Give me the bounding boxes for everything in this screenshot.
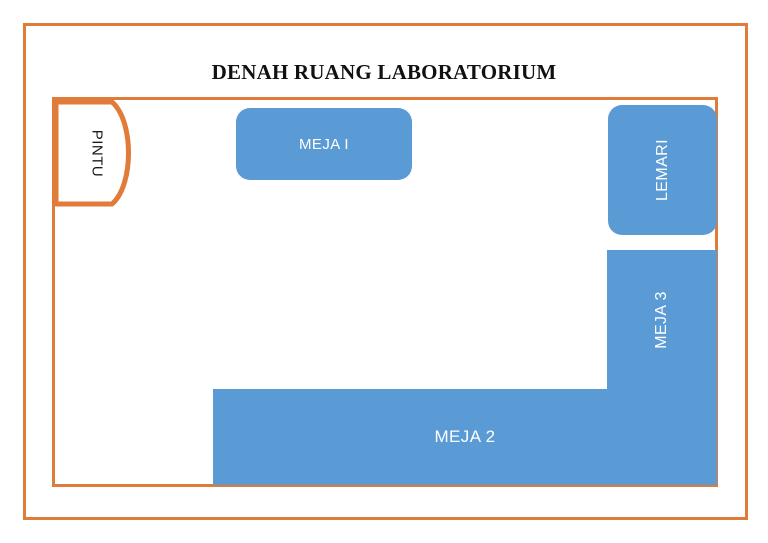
outer-decorative-frame [23, 23, 748, 520]
door-pintu[interactable]: PINTU [52, 99, 142, 207]
furniture-label-meja-2: MEJA 2 [434, 427, 496, 446]
door-swing-icon [53, 99, 131, 207]
furniture-label-meja-3: MEJA 3 [652, 291, 670, 349]
page-title: DENAH RUANG LABORATORIUM [211, 60, 557, 84]
furniture-label-meja-1: MEJA I [299, 135, 349, 153]
furniture-meja-2[interactable]: MEJA 2 [213, 389, 717, 485]
furniture-meja-3[interactable]: MEJA 3 [607, 250, 717, 390]
furniture-meja-1[interactable]: MEJA I [236, 108, 412, 180]
furniture-label-lemari: LEMARI [653, 139, 671, 201]
furniture-lemari[interactable]: LEMARI [608, 105, 717, 235]
